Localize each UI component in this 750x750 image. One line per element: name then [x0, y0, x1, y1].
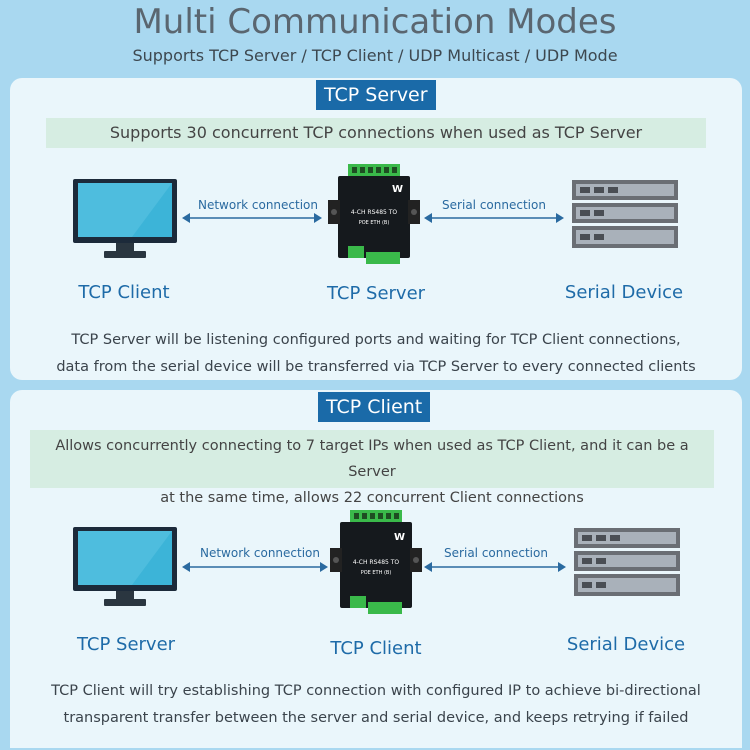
serial-connection-arrow	[424, 213, 564, 223]
client-description-line2: transparent transfer between the server …	[63, 710, 689, 726]
device-label-text: 4-CH RS485 TO	[351, 209, 398, 216]
section-label-tcp-client: TCP Client	[318, 392, 431, 422]
server-rack-icon	[572, 180, 678, 248]
serial-connection-arrow	[424, 562, 566, 572]
network-connection-label: Network connection	[199, 546, 321, 560]
node-label-left: TCP Server	[76, 634, 176, 655]
device-label-text2: POE ETH (B)	[361, 570, 392, 576]
server-description-line2: data from the serial device will be tran…	[56, 359, 696, 375]
svg-text:W: W	[392, 184, 403, 195]
client-highlight: Allows concurrently connecting to 7 targ…	[30, 430, 714, 506]
serial-connection-label: Serial connection	[444, 546, 548, 560]
node-label-right: Serial Device	[564, 282, 684, 303]
page-title: Multi Communication Modes	[133, 2, 617, 42]
node-label-center: TCP Server	[326, 283, 426, 304]
gateway-device-icon: 4-CH RS485 TO POE ETH (B) W	[330, 510, 422, 614]
page-subtitle: Supports TCP Server / TCP Client / UDP M…	[132, 46, 618, 65]
server-description-line1: TCP Server will be listening configured …	[71, 332, 681, 348]
device-label-text2: POE ETH (B)	[359, 220, 390, 226]
node-label-center: TCP Client	[330, 638, 422, 659]
svg-text:W: W	[394, 532, 405, 543]
section-label-tcp-server: TCP Server	[316, 80, 436, 110]
node-label-right: Serial Device	[566, 634, 686, 655]
client-highlight-line2: at the same time, allows 22 concurrent C…	[160, 490, 584, 506]
server-rack-icon	[574, 528, 680, 596]
network-connection-label: Network connection	[197, 198, 319, 212]
monitor-icon	[73, 527, 177, 606]
network-connection-arrow	[182, 562, 328, 572]
node-label-left: TCP Client	[78, 282, 170, 303]
client-description-line1: TCP Client will try establishing TCP con…	[51, 683, 701, 699]
gateway-device-icon: 4-CH RS485 TO POE ETH (B) W	[328, 164, 420, 264]
monitor-icon	[73, 179, 177, 258]
network-connection-arrow	[182, 213, 322, 223]
serial-connection-label: Serial connection	[442, 198, 546, 212]
server-highlight: Supports 30 concurrent TCP connections w…	[46, 118, 706, 148]
device-label-text: 4-CH RS485 TO	[353, 559, 400, 566]
client-highlight-line1: Allows concurrently connecting to 7 targ…	[55, 438, 689, 480]
